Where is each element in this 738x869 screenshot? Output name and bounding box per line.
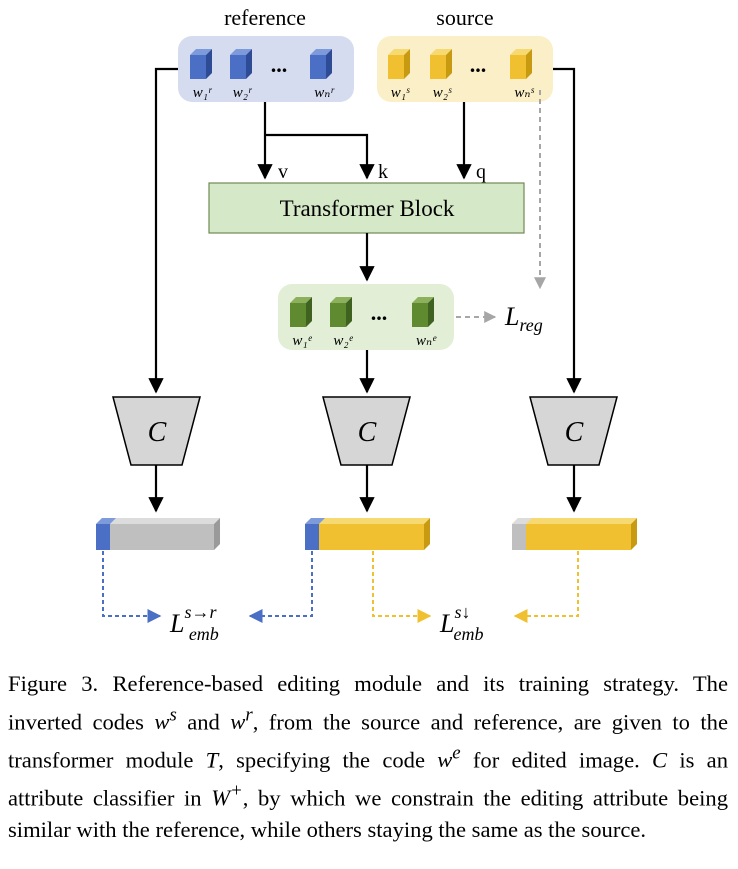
loss-reg-label: Lreg — [504, 302, 543, 335]
edited-codes-panel: ... w₁ᵉ w₂ᵉ wₙᵉ — [278, 284, 454, 350]
output-bar-edited — [305, 518, 430, 550]
output-bar-source — [512, 518, 637, 550]
src-cube-1 — [388, 49, 410, 79]
src-code-label-2: w₂ˢ — [433, 85, 452, 101]
edit-cube-n — [412, 297, 434, 327]
edit-cube-1 — [290, 297, 312, 327]
math-T: T — [205, 747, 219, 773]
arrow-k-label: k — [378, 161, 388, 183]
classifier-edited: C — [322, 396, 411, 466]
classifier-label: C — [148, 417, 167, 448]
ref-code-label-1: w₁ʳ — [193, 85, 213, 101]
src-ellipsis: ... — [470, 52, 487, 77]
edit-code-label-1: w₁ᵉ — [292, 333, 312, 349]
edit-code-label-n: wₙᵉ — [416, 333, 437, 349]
classifier-source: C — [529, 396, 618, 466]
arrow-src-bar-to-lemb-s — [513, 551, 579, 623]
math-w-r: wr — [230, 704, 253, 735]
reference-label: reference — [224, 5, 306, 30]
math-w-s: ws — [154, 704, 177, 735]
math-C: C — [652, 747, 668, 773]
reference-codes-panel: ... w₁ʳ w₂ʳ wₙʳ — [178, 36, 354, 102]
arrow-reference-to-classifier — [148, 67, 178, 394]
ref-code-label-n: wₙʳ — [314, 85, 335, 101]
classifier-reference: C — [112, 396, 201, 466]
src-cube-n — [510, 49, 532, 79]
ref-cube-1 — [190, 49, 212, 79]
ref-code-label-2: w₂ʳ — [233, 85, 253, 101]
math-W-plus: W+ — [211, 780, 243, 811]
figure-label: Figure 3. — [8, 671, 99, 696]
classifier-output-arrows — [148, 465, 582, 513]
edit-code-label-2: w₂ᵉ — [333, 333, 353, 349]
math-w-e: we — [437, 742, 461, 773]
figure-caption: Figure 3. Reference-based editing module… — [8, 668, 728, 845]
caption-text-7: , by which we constrain the editing attr… — [8, 785, 728, 842]
ref-cube-n — [310, 49, 332, 79]
transformer-block: Transformer Block — [208, 182, 525, 234]
ref-ellipsis: ... — [271, 52, 288, 77]
classifier-label: C — [565, 417, 584, 448]
arrow-edit-bar-to-lemb-s — [372, 551, 432, 623]
caption-text-4: , specifying the code — [218, 747, 438, 773]
src-cube-2 — [430, 49, 452, 79]
figure-diagram: reference source ... w₁ʳ w₂ʳ wₙʳ — [96, 5, 637, 644]
arrow-q-label: q — [476, 161, 486, 183]
ref-cube-2 — [230, 49, 252, 79]
caption-text-1: The inverted codes — [8, 671, 728, 735]
transformer-input-arrows — [257, 102, 472, 180]
arrow-source-to-classifier — [553, 67, 582, 394]
edit-ellipsis: ... — [371, 300, 388, 325]
src-code-label-n: wₙˢ — [514, 85, 534, 101]
caption-text-5: for edited image. — [460, 747, 653, 773]
output-bar-reference — [96, 518, 220, 550]
transformer-label: Transformer Block — [280, 196, 455, 221]
source-codes-panel: ... w₁ˢ w₂ˢ wₙˢ — [377, 36, 553, 102]
arrow-edit-bar-to-lemb-sr — [248, 551, 313, 623]
edit-cube-2 — [330, 297, 352, 327]
caption-text-6: is an attribute classifier in — [8, 747, 728, 811]
loss-emb-s-label: Ls↓emb — [439, 602, 483, 644]
caption-title: Reference-based editing module and its t… — [112, 671, 679, 696]
src-code-label-1: w₁ˢ — [391, 85, 410, 101]
source-label: source — [436, 5, 493, 30]
classifier-label: C — [358, 417, 377, 448]
arrow-v-label: v — [278, 161, 288, 183]
caption-text-2: and — [176, 709, 231, 735]
caption-text-3: , from the source and reference, are giv… — [8, 709, 729, 773]
arrow-ref-bar-to-lemb-sr — [102, 551, 162, 623]
